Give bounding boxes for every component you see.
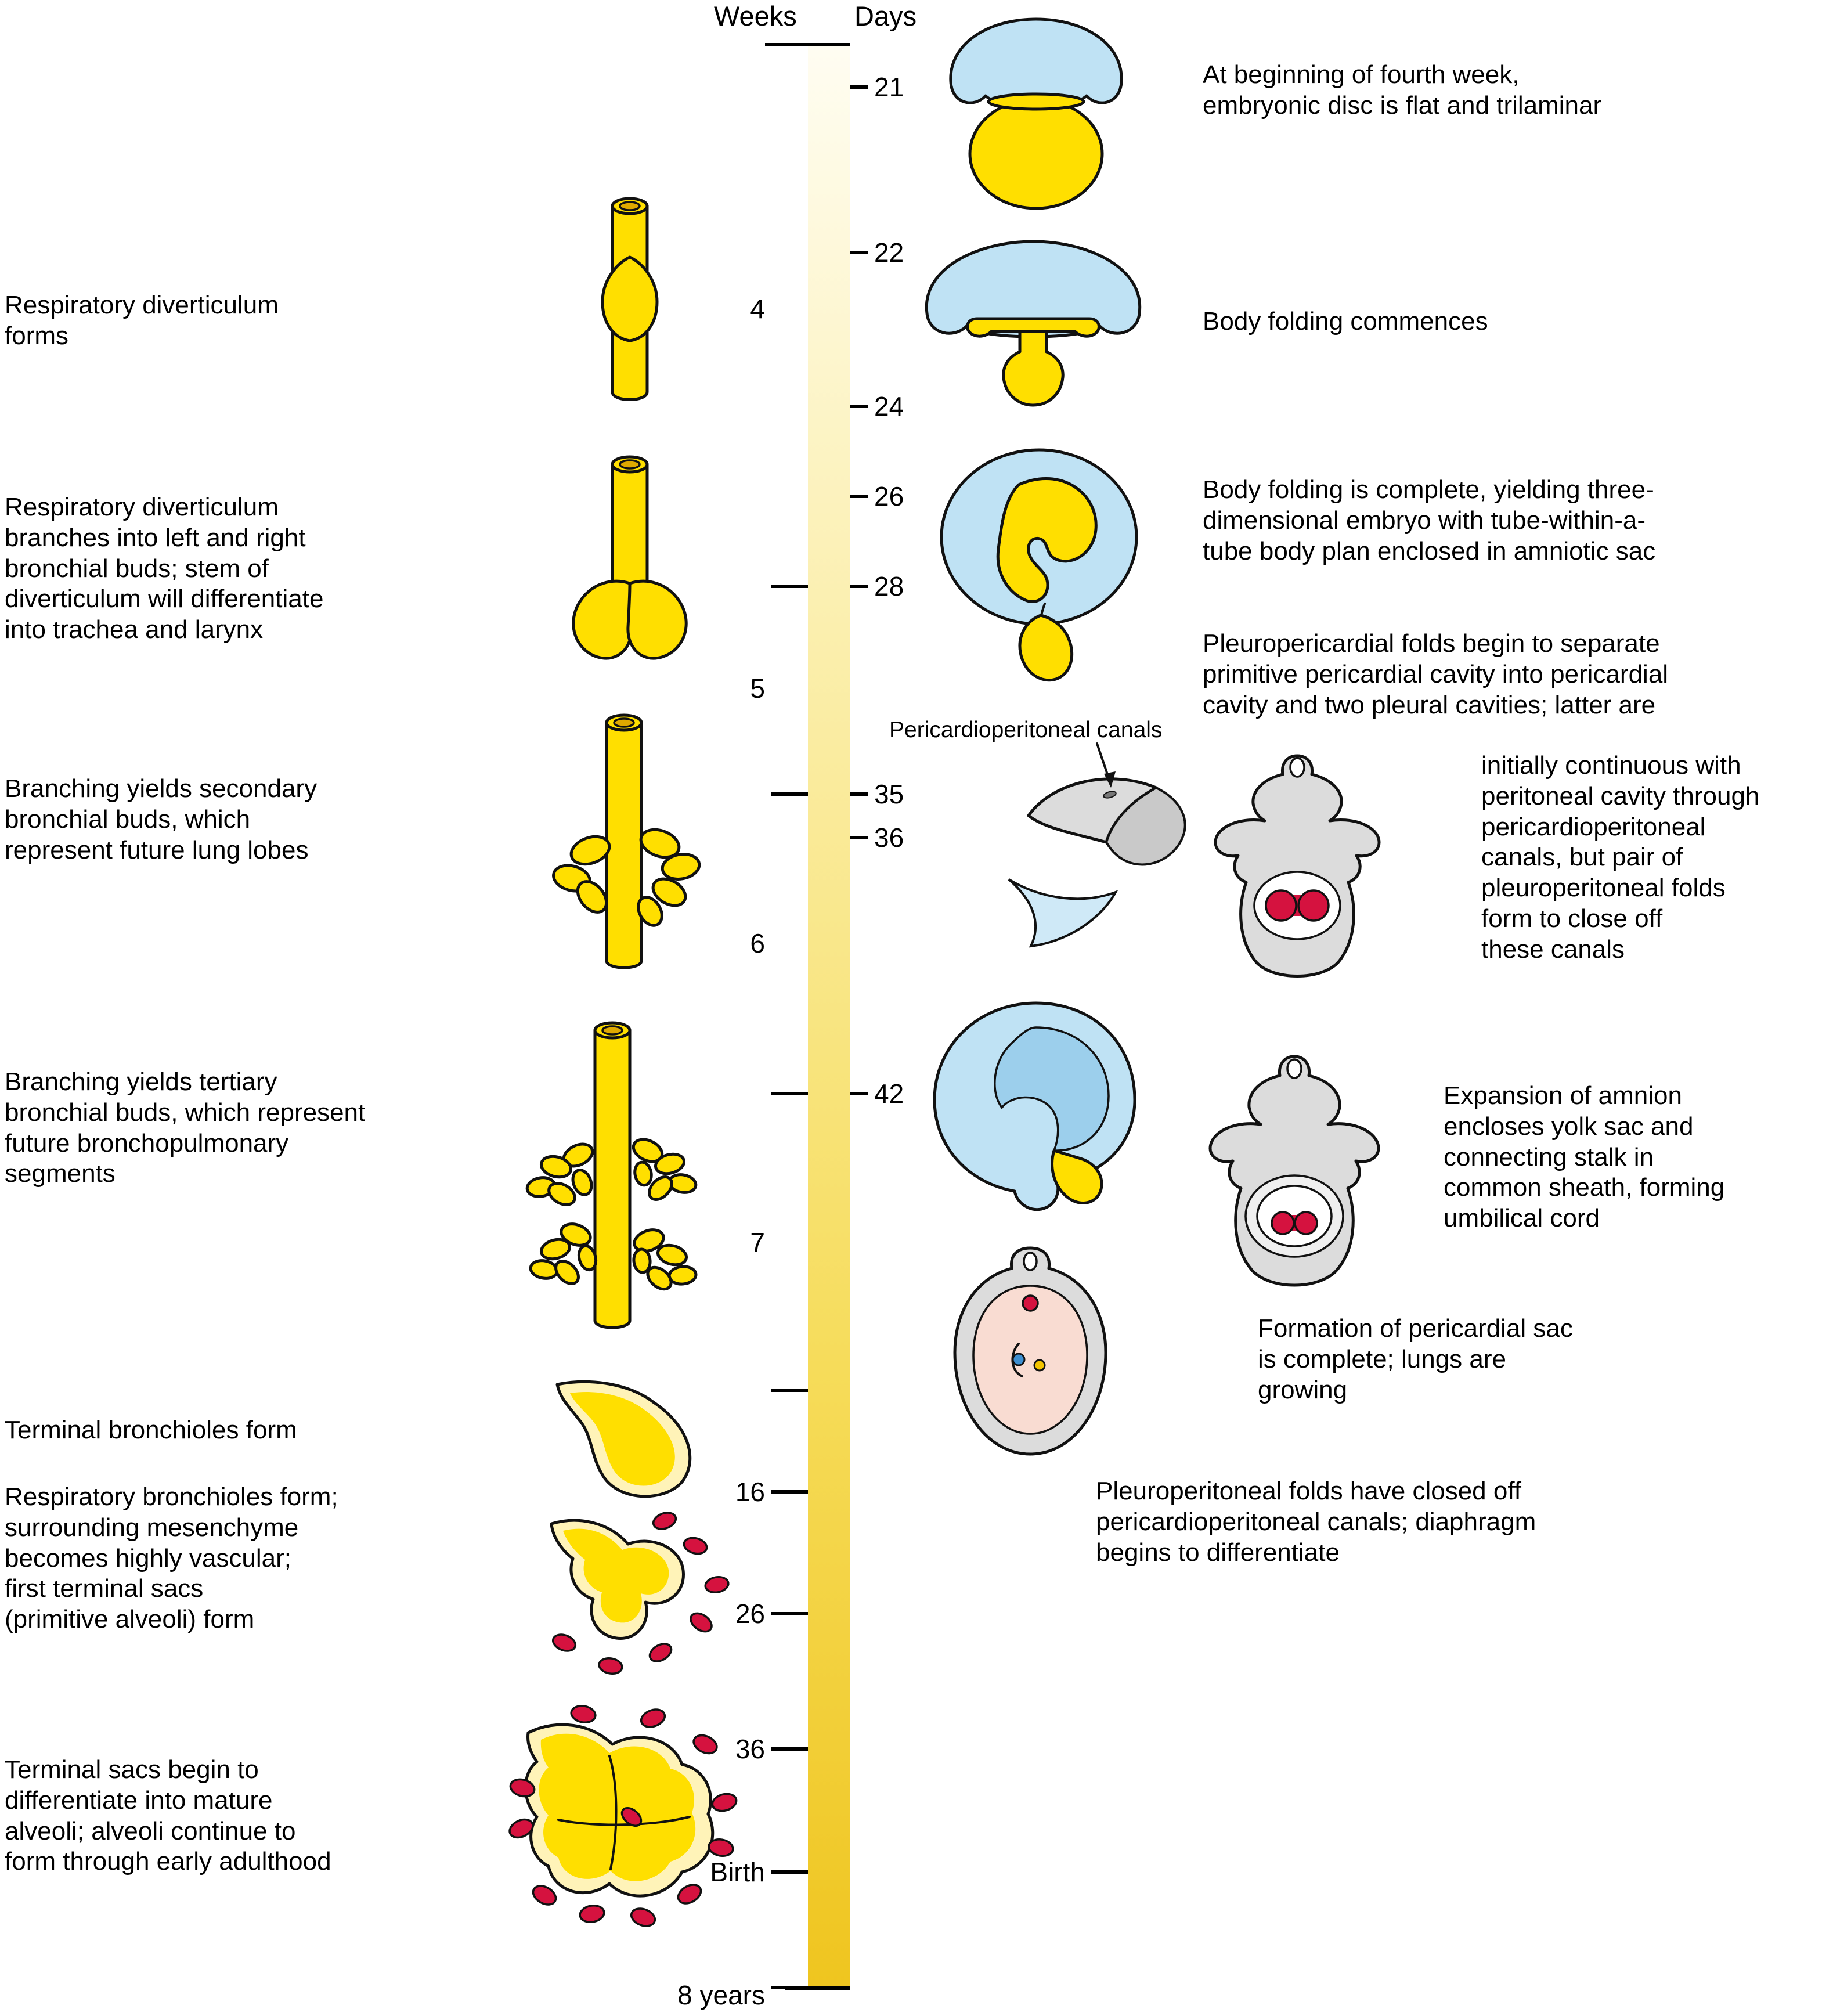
week-label-8years: 8 years [677,1980,765,2010]
week-tick [771,585,808,588]
week-label-birth: Birth [710,1857,765,1887]
bronchial-buds-illustration [557,447,702,694]
week-tick [771,1490,808,1494]
day-label-24: 24 [874,391,904,421]
timeline-top-line [765,43,850,46]
embryo-cross-section-1-illustration [1193,743,1402,1001]
week-label-26: 26 [735,1599,765,1629]
week-tick [771,1612,808,1615]
days-header: Days [854,1,917,31]
day-label-42: 42 [874,1079,904,1109]
weeks-header: Weeks [714,1,797,31]
day-label-22: 22 [874,237,904,268]
day-label-26: 26 [874,481,904,511]
week-label-36: 36 [735,1734,765,1764]
day-tick [850,405,868,408]
week-tick [771,1092,808,1095]
secondary-bronchial-buds-illustration [537,705,711,998]
annotation-diverticulum-branches: Respiratory diverticulum branches into l… [5,493,324,644]
annotation-terminal-sacs: Terminal sacs begin to differentiate int… [5,1755,331,1876]
body-folding-complete-illustration [926,441,1152,705]
day-tick [850,585,868,588]
trilaminar-disc-embryo-illustration [923,9,1149,215]
week-label-7: 7 [750,1227,765,1257]
week-tick [771,1389,808,1392]
pericardioperitoneal-canals-illustration [975,740,1231,993]
week-label-16: 16 [735,1477,765,1507]
annotation-terminal-bronchioles: Terminal bronchioles form [5,1416,297,1444]
curled-embryo-illustration [917,993,1155,1234]
day-label-21: 21 [874,72,904,102]
day-tick [850,85,868,89]
week-tick [771,1747,808,1751]
annotation-diaphragm: Pleuroperitoneal folds have closed off p… [1096,1477,1536,1567]
respiratory-diverticulum-illustration [580,189,679,418]
day-label-35: 35 [874,779,904,809]
body-folding-commences-illustration [908,232,1158,432]
day-tick [850,792,868,796]
timeline-bottom-line [785,1986,850,1990]
annotation-pleuroperitoneal-folds: initially continuous with peritoneal cav… [1481,751,1760,964]
terminal-bronchiole-illustration [546,1367,737,1506]
day-label-28: 28 [874,571,904,601]
week-tick [771,1870,808,1874]
terminal-sacs-illustration [505,1698,760,1956]
day-tick [850,251,868,254]
annotation-tertiary-buds: Branching yields tertiary bronchial buds… [5,1067,366,1188]
annotation-body-folding-commences: Body folding commences [1203,307,1488,336]
day-tick [850,836,868,839]
day-label-36: 36 [874,823,904,853]
annotation-trilaminar-disc: At beginning of fourth week, embryonic d… [1203,60,1602,120]
timeline-bar [808,45,850,1989]
week-tick [771,792,808,796]
annotation-amnion-expansion: Expansion of amnion encloses yolk sac an… [1444,1081,1725,1233]
day-tick [850,495,868,498]
week-label-4: 4 [750,294,765,324]
week-label-5: 5 [750,673,765,704]
annotation-body-folding-complete: Body folding is complete, yielding three… [1203,475,1656,565]
embryo-cross-section-2-illustration [1184,1042,1405,1306]
day-tick [850,1092,868,1095]
annotation-pleuropericardial-folds: Pleuropericardial folds begin to separat… [1203,629,1669,719]
annotation-respiratory-bronchioles: Respiratory bronchioles form; surroundin… [5,1483,338,1634]
respiratory-bronchioles-illustration [534,1501,755,1701]
annotation-secondary-buds: Branching yields secondary bronchial bud… [5,774,317,864]
annotation-pericardial-sac: Formation of pericardial sac is complete… [1258,1314,1573,1404]
tertiary-bronchial-buds-illustration [505,1013,720,1358]
pericardial-sac-cross-section-illustration [932,1239,1135,1474]
week-label-6: 6 [750,928,765,958]
annotation-respiratory-diverticulum-forms: Respiratory diverticulum forms [5,291,279,350]
pericardioperitoneal-canals-label: Pericardioperitoneal canals [889,717,1163,742]
week-tick [771,1986,808,1989]
